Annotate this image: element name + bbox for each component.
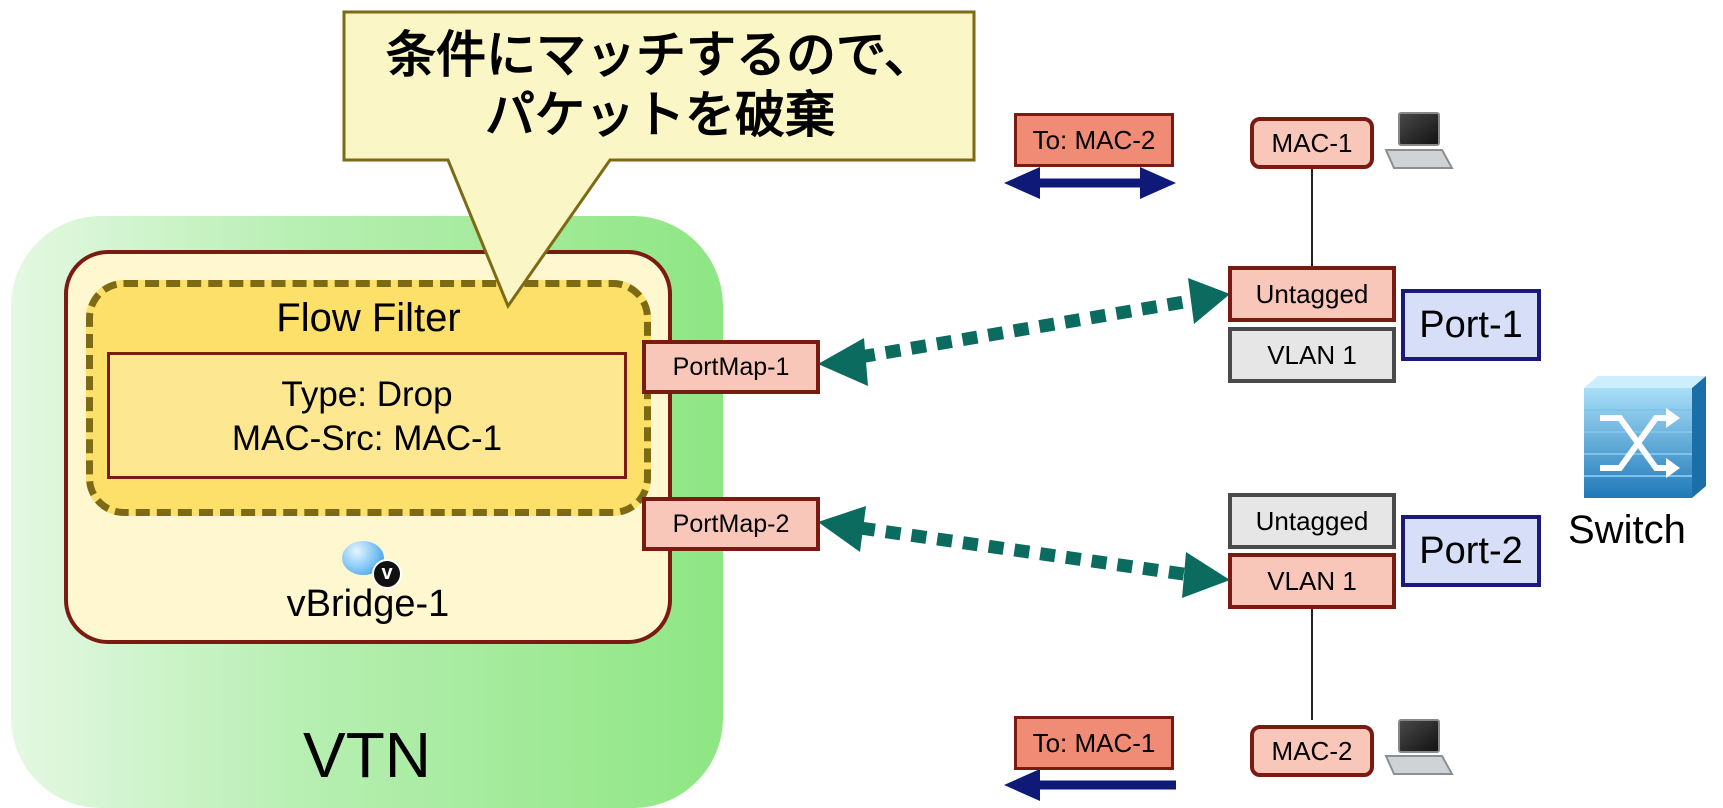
laptop-icon: [1384, 112, 1454, 169]
filter-rule-mac-src: MAC-Src: MAC-1: [231, 419, 503, 458]
switch-label: Switch: [1568, 508, 1686, 552]
port-1-vlan1-tag[interactable]: VLAN 1: [1228, 327, 1396, 383]
mapping-link-1-arrowhead-left: [818, 338, 868, 386]
laptop-icon: [1384, 719, 1454, 775]
callout-line-2: パケットを破棄: [485, 87, 835, 143]
portmap-2[interactable]: PortMap-2: [642, 497, 820, 551]
vbridge-icon: v: [342, 541, 402, 589]
port-2-vlan1-tag[interactable]: VLAN 1: [1228, 553, 1396, 609]
mapping-link-2: [859, 521, 1191, 582]
callout-bubble: [342, 10, 976, 310]
packet-arrow-2-head-left: [1004, 769, 1040, 801]
callout-text: 条件にマッチするので、 パケットを破棄: [345, 25, 975, 145]
packet-to-mac-2: To: MAC-2: [1014, 113, 1174, 167]
portmap-1[interactable]: PortMap-1: [642, 340, 820, 394]
port-1[interactable]: Port-1: [1401, 289, 1541, 361]
callout-line-1: 条件にマッチするので、: [386, 27, 934, 83]
host-mac-2[interactable]: MAC-2: [1250, 725, 1374, 777]
host-mac-1[interactable]: MAC-1: [1250, 117, 1374, 169]
filter-rule-type: Type: Drop: [281, 375, 453, 414]
packet-arrow-1-head-left: [1004, 167, 1040, 199]
packet-arrow-1-head-right: [1140, 167, 1176, 199]
mapping-link-1-arrowhead-right: [1188, 278, 1230, 324]
vbridge-label: vBridge-1: [286, 583, 450, 625]
mapping-link-2-arrowhead-left: [818, 506, 866, 552]
port-1-untagged-tag[interactable]: Untagged: [1228, 266, 1396, 322]
mapping-link-2-arrowhead-right: [1182, 552, 1230, 598]
packet-to-mac-1: To: MAC-1: [1014, 716, 1174, 770]
port-2-untagged-tag[interactable]: Untagged: [1228, 493, 1396, 549]
mapping-link-1: [858, 294, 1192, 364]
vbridge-badge: v: [372, 559, 402, 589]
vtn-label: VTN: [303, 719, 431, 791]
port-2[interactable]: Port-2: [1401, 515, 1541, 587]
flow-filter-title: Flow Filter: [276, 296, 461, 340]
switch-icon: [1584, 376, 1706, 498]
filter-rule: Type: Drop MAC-Src: MAC-1: [107, 352, 627, 479]
